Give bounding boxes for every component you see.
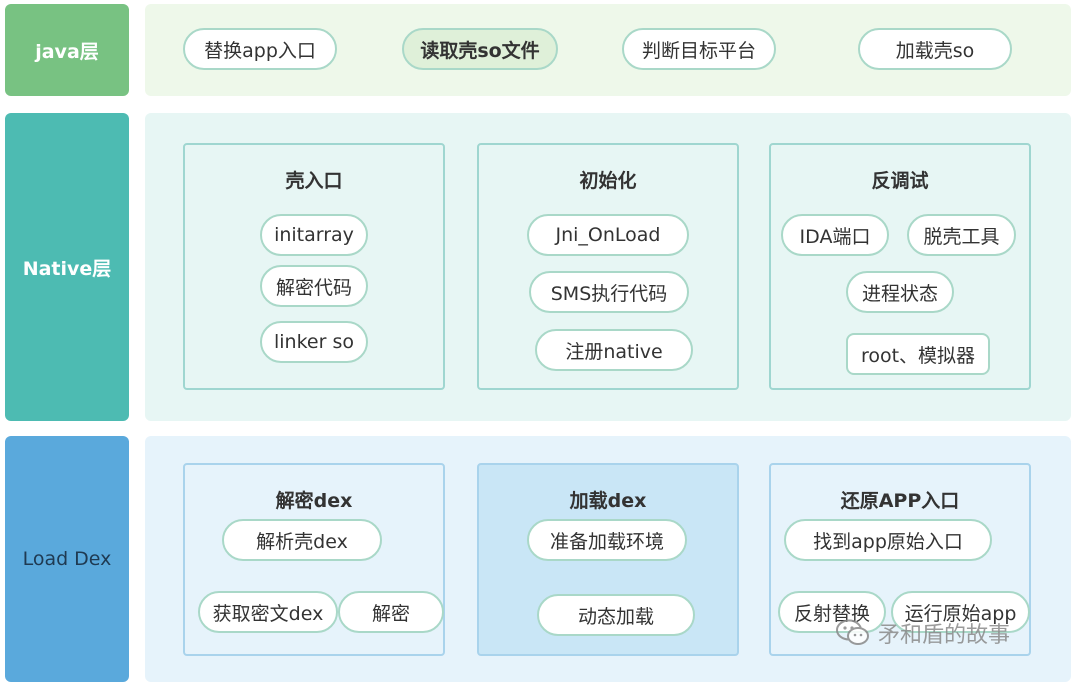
java-step-read-shell-so: 读取壳so文件 [402, 28, 558, 70]
item-prepare-load-env: 准备加载环境 [527, 519, 687, 561]
loaddex-group-decrypt-dex: 解密dex [183, 463, 445, 656]
layer-label-java: java层 [5, 4, 129, 96]
native-group-init: 初始化 [477, 143, 739, 390]
item-initarray: initarray [260, 214, 368, 256]
item-linker-so: linker so [260, 321, 368, 363]
group-title: 壳入口 [285, 170, 343, 192]
java-step-load-shell-so: 加载壳so [858, 28, 1012, 70]
loaddex-group-restore-entry: 还原APP入口 [769, 463, 1031, 656]
group-title: 解密dex [275, 490, 353, 512]
item-parse-shell-dex: 解析壳dex [222, 519, 382, 561]
native-group-anti-debug: 反调试 [769, 143, 1031, 390]
java-step-replace-entry: 替换app入口 [183, 28, 337, 70]
item-reflect-replace: 反射替换 [778, 591, 886, 633]
item-decrypt: 解密 [338, 591, 444, 633]
item-register-native: 注册native [535, 329, 693, 371]
group-title: 还原APP入口 [840, 490, 960, 512]
item-find-original-entry: 找到app原始入口 [784, 519, 992, 561]
item-root-emulator: root、模拟器 [846, 333, 990, 375]
item-ida-port: IDA端口 [781, 214, 889, 256]
item-jni-onload: Jni_OnLoad [527, 214, 689, 256]
item-process-state: 进程状态 [846, 271, 954, 313]
item-unpack-tool: 脱壳工具 [907, 214, 1016, 256]
group-title: 初始化 [579, 170, 637, 192]
native-group-shell-entry: 壳入口 [183, 143, 445, 390]
item-get-cipher-dex: 获取密文dex [198, 591, 338, 633]
wechat-icon [836, 619, 869, 645]
item-decrypt-code: 解密代码 [260, 265, 368, 307]
item-dynamic-load: 动态加载 [537, 594, 695, 636]
layer-label-native: Native层 [5, 113, 129, 421]
item-run-original-app: 运行原始app [891, 591, 1030, 633]
group-title: 加载dex [569, 490, 647, 512]
group-title: 反调试 [871, 170, 929, 192]
item-sms-exec-code: SMS执行代码 [529, 271, 689, 313]
java-step-detect-platform: 判断目标平台 [622, 28, 776, 70]
watermark: 矛和盾的故事 [836, 617, 1010, 649]
layer-label-loaddex: Load Dex [5, 436, 129, 682]
watermark-text: 矛和盾的故事 [878, 623, 1011, 648]
